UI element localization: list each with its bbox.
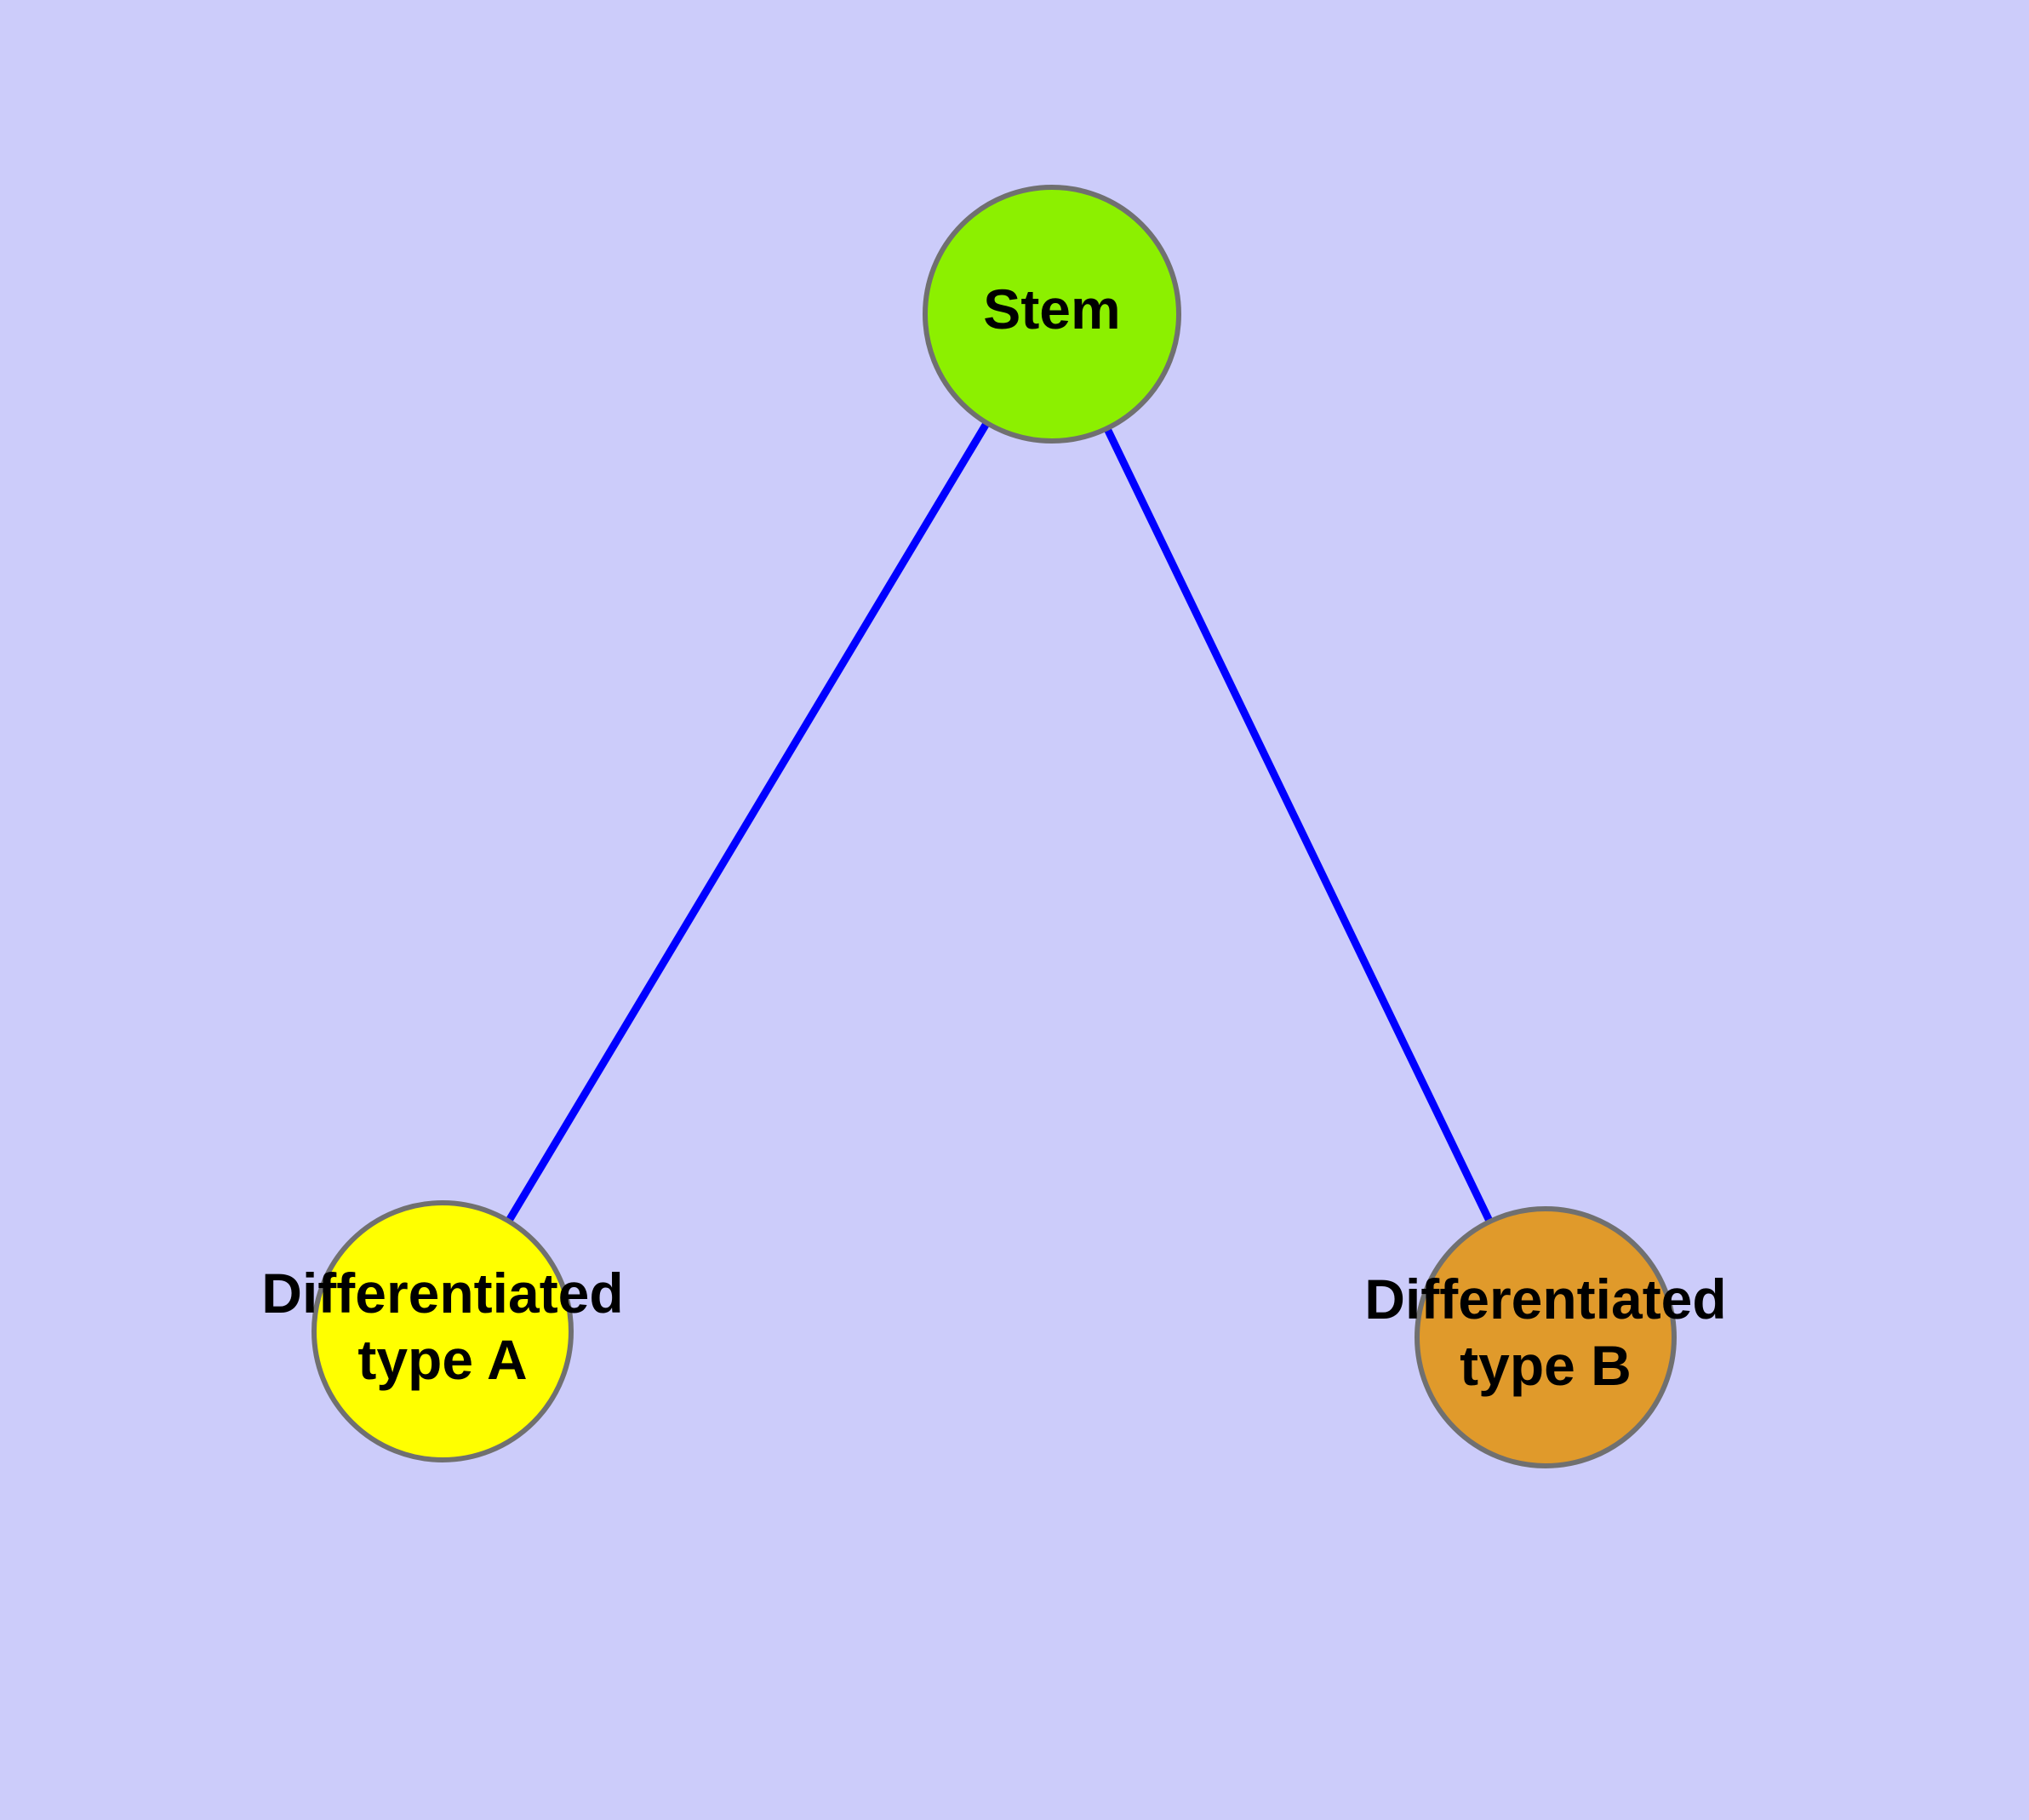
node-stem[interactable]: Stem xyxy=(923,185,1181,444)
node-label-line: Stem xyxy=(983,278,1120,341)
edge-stem-to-diff-b[interactable] xyxy=(1048,312,1550,1339)
edge-layer xyxy=(439,312,1550,1339)
node-label-line: type B xyxy=(1460,1334,1632,1397)
node-label-line: Differentiated xyxy=(1364,1268,1726,1331)
node-label-stem: Stem xyxy=(983,278,1120,341)
node-label-line: Differentiated xyxy=(261,1262,623,1325)
edge-stem-to-diff-a[interactable] xyxy=(439,312,1055,1334)
node-label-line: type A xyxy=(357,1328,527,1391)
node-circle-diff_a[interactable] xyxy=(311,1200,574,1462)
node-circle-diff_b[interactable] xyxy=(1415,1206,1677,1468)
node-circle-stem[interactable] xyxy=(923,185,1181,444)
